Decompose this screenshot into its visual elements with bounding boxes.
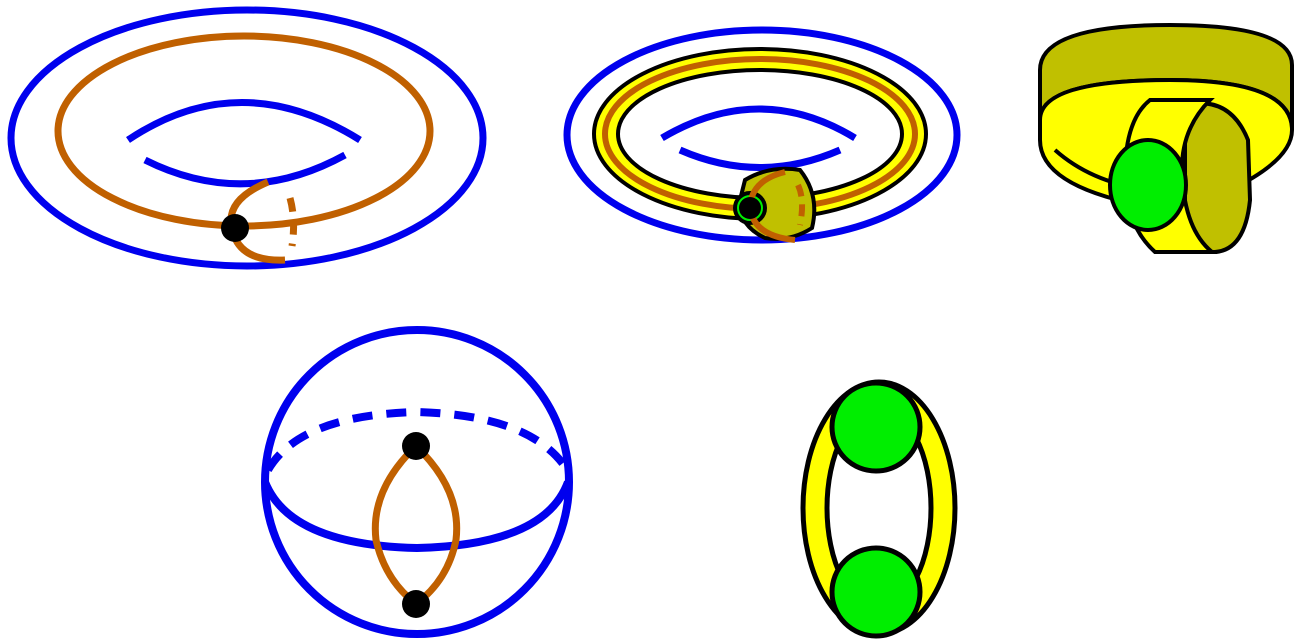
torus-with-ribbon-graph (567, 30, 957, 240)
vertex-disk-bottom (832, 548, 920, 636)
meridian-curve-back (290, 198, 294, 246)
ribbon-graph-two-vertices (803, 382, 955, 636)
sphere-outline (265, 330, 569, 634)
equator-front (265, 482, 568, 548)
ribbon-graph-one-vertex (1040, 25, 1292, 252)
sphere-with-curves (265, 330, 569, 634)
torus-with-curves (11, 10, 483, 266)
loop-curve-right (416, 446, 457, 604)
vertex-dot (221, 214, 249, 242)
loop-curve-left (375, 446, 416, 604)
vertex-dot (739, 197, 761, 219)
vertex-disk-top (832, 383, 920, 471)
torus-hole-upper-arc (128, 103, 360, 141)
vertex-dot-bottom (402, 590, 430, 618)
torus-hole-lower-arc (145, 155, 345, 184)
vertex-disk (1110, 140, 1186, 230)
vertex-dot-top (402, 432, 430, 460)
